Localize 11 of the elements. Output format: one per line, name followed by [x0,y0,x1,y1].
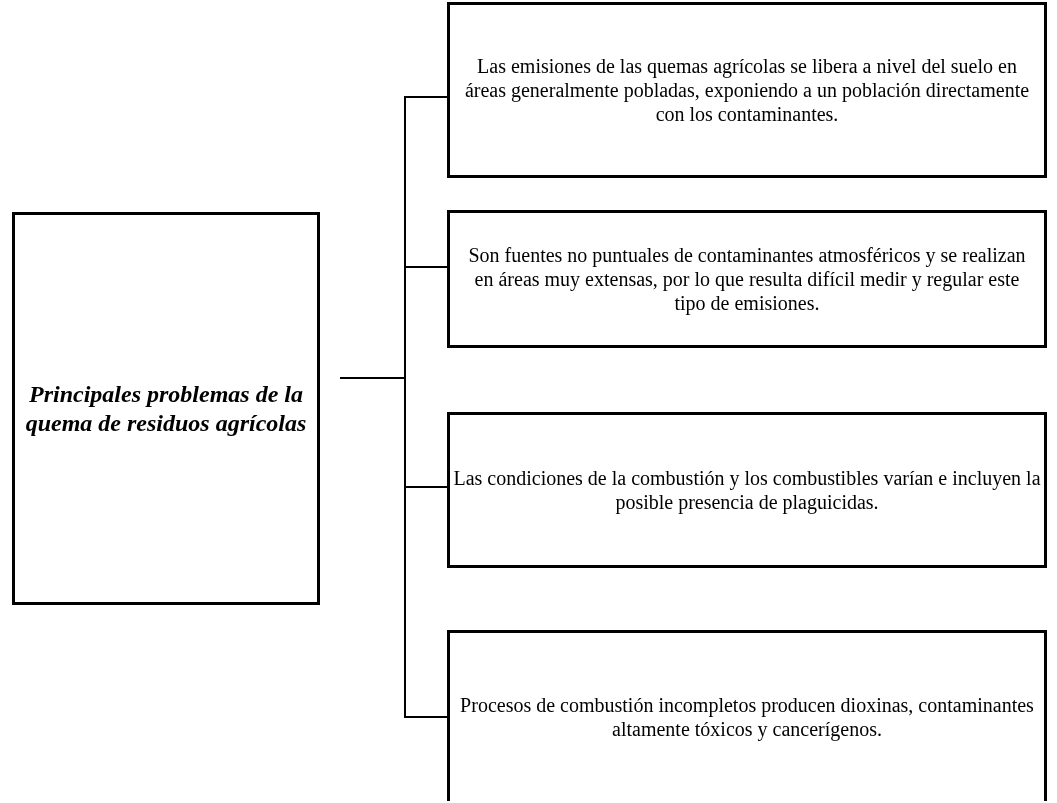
description-text: Las condiciones de la combustión y los combustibles varían e incluyen la posible presencia de plaguicidas. [452,466,1042,514]
title-box [12,212,320,605]
description-text: Las emisiones de las quemas agrícolas se libera a nivel del suelo en áreas generalmente pobladas, exponiendo a un población directamente con los contaminantes. [463,54,1031,126]
description-text: Son fuentes no puntuales de contaminantes atmosféricos y se realizan en áreas muy extensas, por lo que resulta difícil medir y regular este tipo de emisiones. [467,243,1027,315]
text-box [447,2,1047,178]
description-text: Procesos de combustión incompletos producen dioxinas, contaminantes altamente tóxicos y cancerígenos. [459,693,1035,741]
text-box [447,210,1047,348]
text-box [447,630,1047,801]
text-box [447,412,1047,568]
heading-text: Principales problemas de la quema de residuos agrícolas [24,379,308,438]
connector-line [339,377,448,718]
